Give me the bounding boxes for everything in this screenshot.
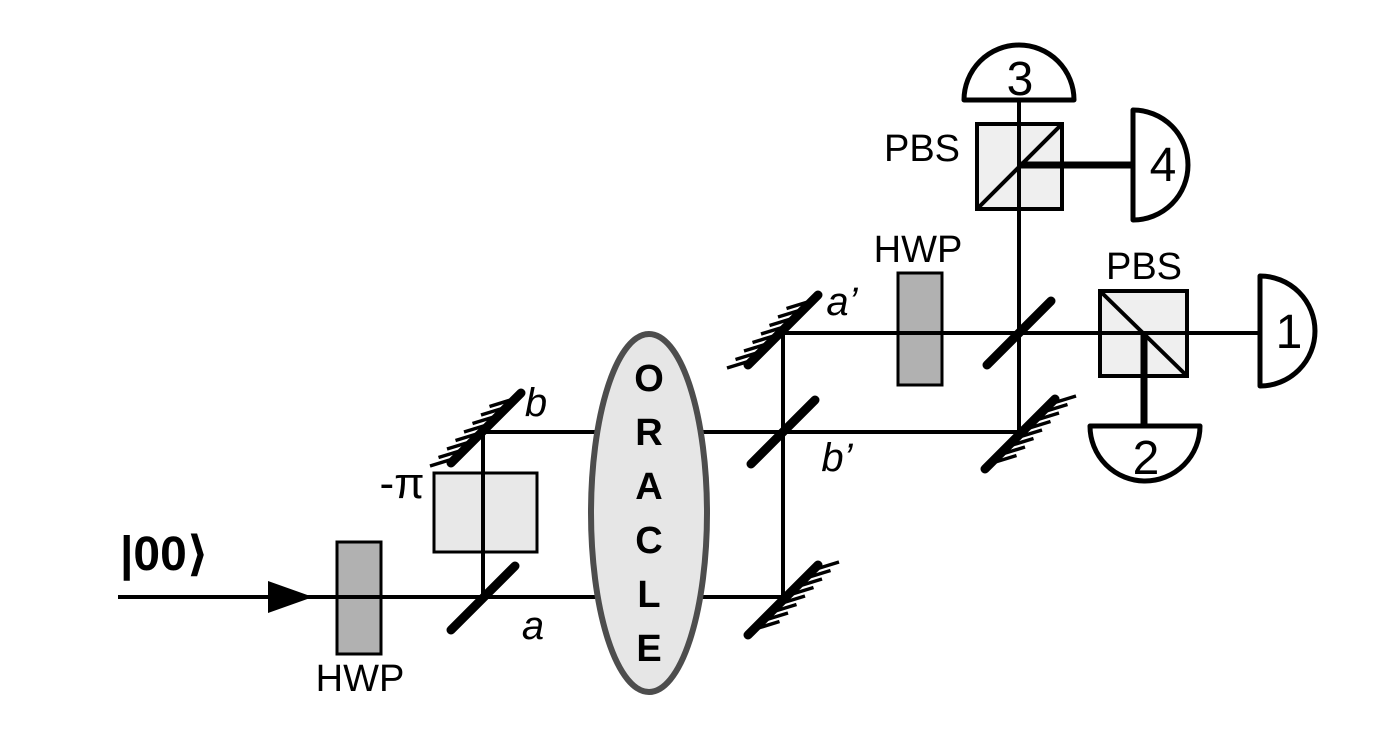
- pbs-top-label: PBS: [884, 128, 960, 170]
- oracle-letter: A: [635, 466, 662, 508]
- mirror-b: [430, 393, 521, 466]
- detector-3: 3: [964, 45, 1074, 106]
- detector-1: 1: [1260, 276, 1315, 386]
- input-state-label: |00⟩: [120, 528, 209, 581]
- detector-3-label: 3: [1007, 53, 1034, 106]
- detector-4: 4: [1133, 110, 1188, 220]
- pbs-right-diagonal: [1098, 289, 1189, 378]
- detector-2: 2: [1090, 426, 1200, 485]
- oracle-ellipse: [588, 331, 710, 695]
- oracle-letter: C: [635, 520, 662, 562]
- mode-a-label: a: [522, 604, 544, 648]
- phase-shifter-label: -π: [379, 459, 424, 508]
- mode-b-prime-label: b’: [821, 436, 853, 480]
- detector-4-label: 4: [1150, 139, 1177, 192]
- beam-direction-arrow: [268, 581, 313, 613]
- detector-2-label: 2: [1133, 432, 1160, 485]
- hwp-output-label: HWP: [874, 229, 963, 271]
- pbs-right-label: PBS: [1106, 246, 1182, 288]
- oracle-letter: L: [637, 574, 660, 616]
- hwp-output-plate: [896, 271, 944, 387]
- mode-b-label: b: [525, 381, 547, 425]
- detector-1-label: 1: [1276, 306, 1303, 359]
- oracle-letter: E: [636, 628, 661, 670]
- mode-a-prime-label: a’: [826, 280, 858, 324]
- hwp-input-label: HWP: [316, 658, 405, 700]
- oracle-letter: O: [634, 358, 664, 400]
- oracle: O R A C L E: [588, 331, 710, 695]
- oracle-letter: R: [635, 412, 662, 454]
- phase-shifter-box: [432, 471, 539, 554]
- pbs-top-diagonal: [975, 122, 1064, 211]
